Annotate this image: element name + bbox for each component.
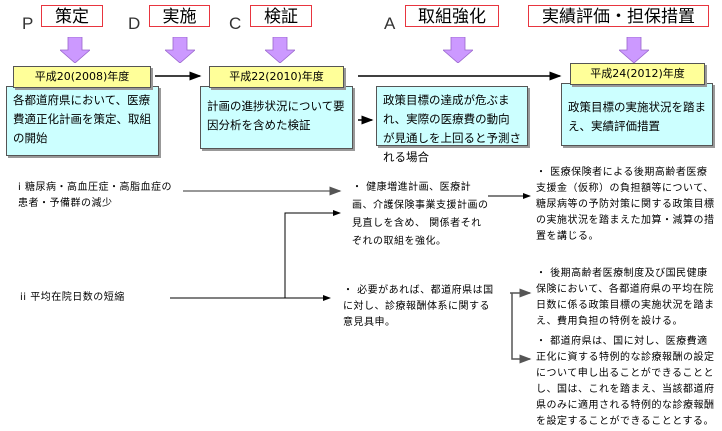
timeline-desc-2010: 計画の進捗状況について要因分析を含めた検証 xyxy=(200,86,353,149)
timeline-desc-condition: 政策目標の達成が危ぶまれ、実際の医療費の動向が見通しを上回ると予測される場合 xyxy=(376,86,528,164)
outcome-support-fee-adjustment: ・ 医療保険者による後期高齢者医療支援金（仮称）の負担額等について、糖尿病等の予… xyxy=(536,167,715,242)
measure-opinion-submission: ・ 必要があれば、都道府県は国に対し、診療報酬体系に関する意見具申。 xyxy=(343,285,494,328)
phase-label-plan: 策定 xyxy=(41,5,103,27)
phase-letter-c: C xyxy=(229,14,242,33)
outcome-cost-sharing-exception: ・ 後期高齢者医療制度及び国民健康保険において、各都道府県の平均在院日数に係る政… xyxy=(536,268,715,327)
year-box-2010: 平成22(2010)年度 xyxy=(209,66,344,88)
phase-label-evaluation: 実績評価・担保措置 xyxy=(528,5,709,27)
branch-measure2-to-outcome3 xyxy=(511,293,532,364)
outcome-special-fee-schedule: ・ 都道府県は、国に対し、医療費適正化に資する特例的な診療報酬の設定について申し… xyxy=(536,336,715,427)
phase-letter-d: D xyxy=(128,14,141,33)
phase-label-check: 検証 xyxy=(250,5,312,27)
down-arrow-icon xyxy=(60,37,90,63)
timeline-desc-2008: 各都道府県において、医療費適正化計画を策定、取組の開始 xyxy=(6,86,159,156)
measure-strengthen-plans: ・ 健康増進計画、医療計画、介護保険事業支援計画の見直しを含め、 関係者それぞれ… xyxy=(352,182,489,247)
down-arrow-icon xyxy=(265,37,295,63)
year-box-2008: 平成20(2008)年度 xyxy=(13,66,151,88)
down-arrow-icon xyxy=(443,37,473,63)
year-box-2012: 平成24(2012)年度 xyxy=(570,63,705,85)
phase-letter-a: A xyxy=(384,14,396,33)
phase-label-act: 取組強化 xyxy=(405,5,499,27)
goal-hospital-stay: ii 平均在院日数の短縮 xyxy=(20,292,125,303)
phase-label-do: 実施 xyxy=(149,5,210,27)
down-arrow-icon xyxy=(165,37,195,63)
phase-letter-p: P xyxy=(22,14,34,33)
down-arrow-icon xyxy=(619,37,649,63)
branch-goal2-to-measure1 xyxy=(284,210,341,298)
timeline-desc-2012: 政策目標の実施状況を踏まえ、実績評価措置 xyxy=(561,83,713,146)
goal-diabetes: i 糖尿病・高血圧症・高脂血症の患者・予備群の減少 xyxy=(18,182,172,209)
